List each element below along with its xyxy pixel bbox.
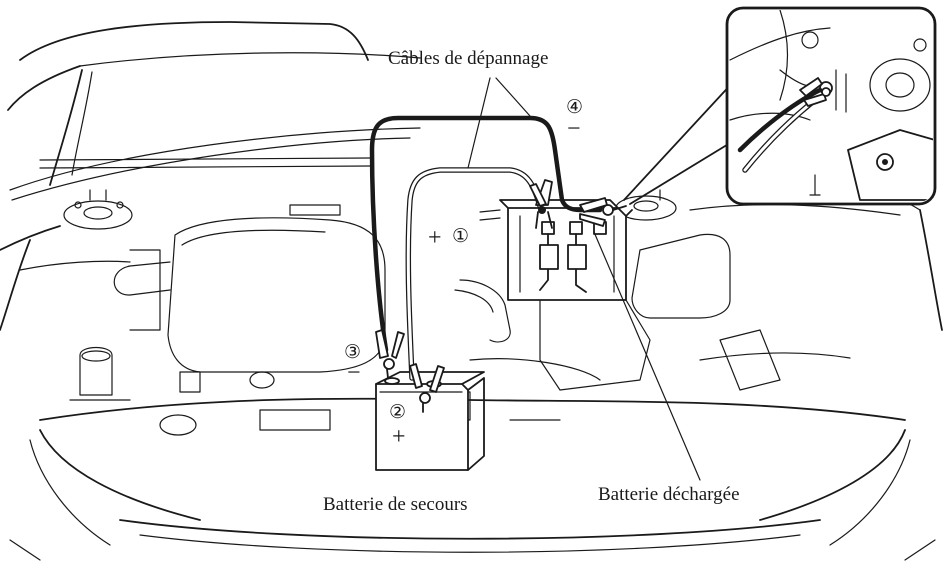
minus-sign-rescue-battery: −: [347, 360, 361, 386]
clamp-rescue-negative: [375, 329, 405, 379]
jumper-cables: [369, 115, 603, 381]
raised-hood: [7, 21, 421, 201]
dead-battery-label: Batterie déchargée: [598, 484, 740, 505]
clamp-ground-negative: [579, 197, 627, 227]
callout-step-4: ④: [566, 97, 583, 118]
plus-sign-rescue-battery: +: [392, 424, 406, 450]
cables-label: Câbles de dépannage: [388, 48, 548, 69]
rescue-battery-label: Batterie de secours: [323, 494, 468, 515]
dead-battery: [499, 199, 633, 301]
rescue-battery: [375, 371, 485, 471]
clamp-dead-positive: [529, 179, 553, 229]
plus-sign-dead-battery: +: [428, 225, 442, 251]
leader-lines: [467, 77, 736, 481]
engine-components: [19, 189, 851, 436]
minus-sign-ground: −: [567, 116, 581, 142]
clamp-rescue-positive: [409, 363, 445, 413]
callout-step-1: ①: [452, 226, 469, 247]
detail-inset: [725, 6, 937, 206]
callout-step-2: ②: [389, 402, 406, 423]
callout-step-3: ③: [344, 342, 361, 363]
